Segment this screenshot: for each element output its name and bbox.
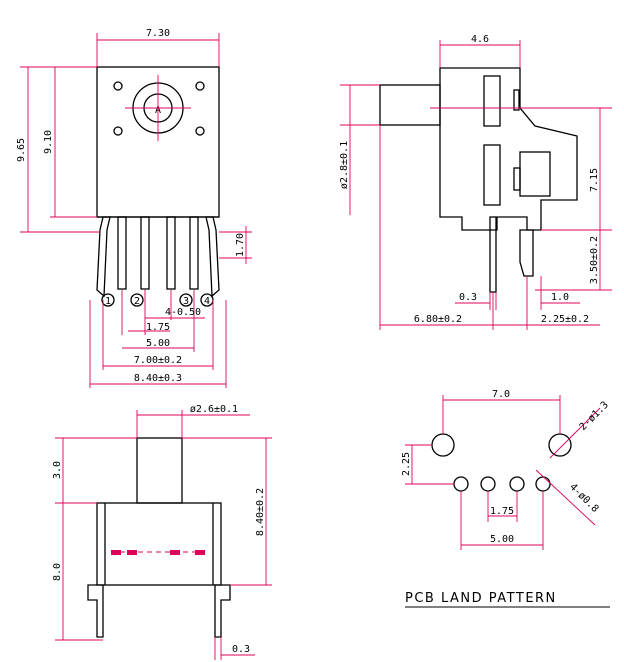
small-hole-4 [535, 476, 551, 492]
switch-body-bottom [96, 502, 222, 586]
mount-hole [113, 81, 123, 91]
large-hole-left [431, 433, 455, 457]
dim-3-50: 3.50±0.2 [589, 236, 600, 284]
pin-number-3 [179, 293, 193, 307]
dim-1-0: 1.0 [551, 292, 569, 303]
leg-right [214, 584, 231, 638]
top-left-view: A 1 2 3 4 7.30 9.65 9.10 [16, 28, 252, 388]
dim-7-00: 7.00±0.2 [134, 355, 182, 366]
shaft-side [379, 84, 441, 126]
dim-5-00-land: 5.00 [490, 534, 514, 545]
dim-1-75: 1.75 [146, 322, 170, 333]
small-hole-2 [480, 476, 496, 492]
window-lower [483, 144, 501, 206]
svg-text:1: 1 [105, 296, 111, 307]
dim-7-0: 7.0 [492, 389, 510, 400]
pins [96, 216, 220, 298]
dim-0-3-leg: 0.3 [232, 644, 250, 655]
land-pattern-title: PCB LAND PATTERN [405, 591, 557, 606]
svg-text:2: 2 [134, 296, 140, 307]
large-hole-right [548, 433, 572, 457]
svg-text:3: 3 [183, 296, 189, 307]
dim-shaft-diameter: ø2.8±0.1 [339, 141, 350, 189]
dim-3-0: 3.0 [52, 461, 63, 479]
dim-4-d0-8: 4-ø0.8 [567, 482, 600, 515]
bottom-left-view: ø2.6±0.1 3.0 8.0 8.40±0.2 0.3 [52, 404, 272, 660]
switch-body-side [439, 67, 578, 231]
dim-8-40: 8.40±0.3 [134, 373, 182, 384]
dim-1-70: 1.70 [235, 233, 246, 257]
dim-pin-width: 4-0.50 [165, 307, 201, 318]
small-hole-3 [509, 476, 525, 492]
mount-hole [113, 126, 123, 136]
dim-6-80: 6.80±0.2 [414, 314, 462, 325]
dim-8-40-side: 8.40±0.2 [255, 488, 266, 536]
small-hole-1 [453, 476, 469, 492]
pin-number-1 [101, 293, 115, 307]
side-pin [489, 216, 497, 293]
dim-7-30: 7.30 [146, 28, 170, 39]
dim-8-0: 8.0 [52, 563, 63, 581]
dim-2-d1-3: 2-ø1.3 [578, 400, 611, 433]
dim-4-6: 4.6 [471, 34, 489, 45]
svg-text:4: 4 [204, 296, 210, 307]
dim-7-15: 7.15 [589, 168, 600, 192]
contact-block [519, 151, 551, 197]
top-right-view: 4.6 ø2.8±0.1 7.15 3.50±0.2 0.3 1.0 6.80±… [339, 34, 612, 330]
pin-number-2 [130, 293, 144, 307]
dim-9-10: 9.10 [43, 130, 54, 154]
window-upper [483, 75, 501, 127]
dim-2-25: 2.25±0.2 [541, 314, 589, 325]
dim-1-75-land: 1.75 [490, 506, 514, 517]
dim-2-25-land: 2.25 [401, 452, 412, 476]
side-pin-bent [519, 229, 534, 277]
dim-0-3: 0.3 [459, 292, 477, 303]
shaft-front [136, 437, 183, 504]
mount-hole [195, 81, 205, 91]
dim-5-00: 5.00 [146, 338, 170, 349]
dim-shaft-front-diameter: ø2.6±0.1 [190, 404, 238, 415]
pcb-land-pattern: 7.0 2-ø1.3 2.25 4-ø0.8 1.75 5.00 PCB LAN… [401, 389, 611, 608]
mount-hole [195, 126, 205, 136]
dim-9-65: 9.65 [16, 138, 27, 162]
leg-left [87, 584, 104, 638]
